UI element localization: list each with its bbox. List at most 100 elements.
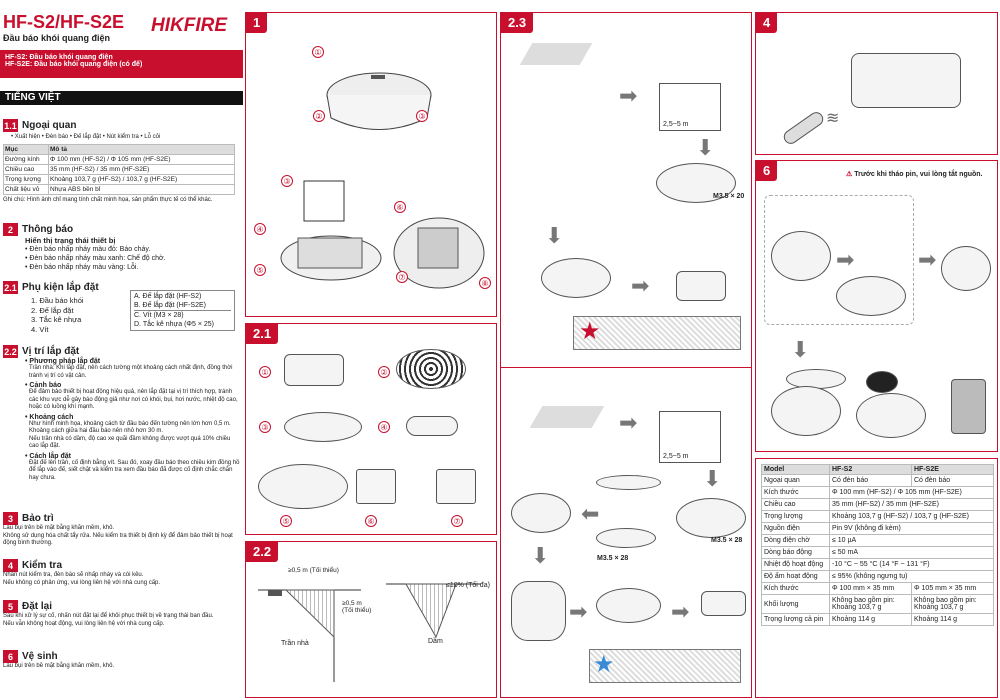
- bullet-text: Trần nhà: Khi lắp đặt, nên cách tường mộ…: [29, 365, 233, 379]
- ceiling-plate: [519, 43, 593, 65]
- smoke-tester: [781, 109, 826, 147]
- battery-part: [406, 416, 458, 436]
- list-item: • Đèn báo nhấp nháy màu đỏ: Báo cháy.: [25, 246, 151, 253]
- step-arrow: ➡: [619, 410, 638, 435]
- detector-chamber: [941, 246, 991, 291]
- screw-bag: [356, 469, 396, 504]
- placement-diagram: [258, 583, 481, 682]
- table-cell: Φ 100 mm (HF-S2) / Φ 105 mm (HF-S2E): [48, 153, 235, 165]
- base-install: [656, 163, 736, 203]
- callout-number: ⑥: [394, 201, 406, 213]
- detector-base: [836, 276, 906, 316]
- table-cell: Khoảng 114 g: [911, 613, 994, 626]
- section-title: Đặt lại: [22, 601, 53, 612]
- section-number: 1.1: [3, 119, 18, 132]
- section-text: Nếu vẫn không hoạt động, vui lòng liên h…: [3, 620, 165, 627]
- mounting-plate: [596, 475, 661, 490]
- detector-diagram: [280, 72, 485, 289]
- table-cell: Kích thước: [761, 582, 830, 595]
- product-subtitle: Đầu báo khói quang điện: [3, 33, 111, 43]
- table-cell: 35 mm (HF-S2) / 35 mm (HF-S2E): [829, 498, 994, 511]
- section-title: Vị trí lắp đặt: [22, 346, 80, 357]
- section-number: 3: [3, 512, 18, 525]
- list-item: • Đèn báo nhấp nháy màu xanh: Chế độ chờ…: [25, 255, 166, 262]
- table-cell: Khoảng 103,7 g (HF-S2) / 103,7 g (HF-S2E…: [48, 173, 235, 185]
- variant-2: HF-S2E: Đầu báo khói quang điện (có đế): [5, 61, 143, 68]
- detector-base: [771, 386, 841, 436]
- panel-badge: 2.2: [246, 542, 279, 562]
- callout-number: ①: [259, 366, 271, 378]
- title-bar: HF-S2/HF-S2E Đầu báo khói quang điện HIK…: [3, 12, 243, 43]
- table-row: Dòng báo động≤ 50 mA: [761, 546, 994, 559]
- step-arrow: ⬇: [696, 135, 715, 160]
- brand-logo: HIKFIRE: [151, 15, 227, 36]
- accessory-box: A. Đế lắp đặt (HF-S2) B. Đế lắp đặt (HF-…: [130, 290, 235, 331]
- callout-number: ⑦: [451, 515, 463, 527]
- star-icon: ★: [579, 318, 601, 345]
- section-title: Vệ sinh: [22, 651, 58, 662]
- section-title: Bảo trì: [22, 513, 54, 524]
- step-arrow: ➡: [569, 599, 588, 624]
- table-cell: Trọng lượng: [761, 510, 830, 523]
- list-item: B. Đế lắp đặt (HF-S2E): [134, 301, 231, 311]
- table-cell: Có đèn báo: [911, 474, 994, 487]
- step-arrow: ➡: [619, 83, 638, 108]
- section-text: Không sử dụng hóa chất tẩy rửa. Nếu kiểm…: [3, 532, 233, 547]
- ceiling-plate: [529, 406, 605, 428]
- table-row: Độ ẩm hoạt động≤ 95% (không ngưng tụ): [761, 570, 994, 583]
- step-arrow: ⬅: [581, 501, 600, 526]
- table-cell: Khối lượng: [761, 594, 830, 614]
- section-title: Thông báo: [22, 224, 74, 235]
- panel-badge: 4: [756, 13, 778, 33]
- panel-4: 4 ≋: [755, 12, 998, 155]
- step-arrow: ⬇: [531, 543, 550, 568]
- table-cell: Chiều cao: [761, 498, 830, 511]
- bullet-heading: • Cảnh báo: [25, 382, 62, 389]
- table-cell: ≤ 50 mA: [829, 546, 994, 559]
- battery-removal-box: [764, 195, 914, 325]
- chamber-cover: [866, 371, 898, 393]
- variant-bar: HF-S2: Đầu báo khói quang điện HF-S2E: Đ…: [0, 50, 243, 78]
- step-arrow: ⬇: [791, 337, 810, 362]
- section-text: Lau bụi trên bề mặt bằng khăn mềm, khô.: [3, 663, 115, 669]
- callout-number: ③: [281, 175, 293, 187]
- table-cell: Kích thước: [761, 486, 830, 499]
- callout-number: ②: [378, 366, 390, 378]
- screw-label: M3.5 × 20: [713, 193, 745, 200]
- appearance-note: Ghi chú: Hình ảnh chỉ mang tính chất min…: [3, 196, 213, 203]
- step-arrow: ➡: [671, 599, 690, 624]
- table-cell: Nhiệt độ hoạt động: [761, 558, 830, 571]
- detector-mounted: [701, 591, 746, 616]
- section-cleaning: 6 Vệ sinh Lau bụi trên bề mặt bằng khăn m…: [3, 647, 241, 671]
- list-item: • Đèn báo nhấp nháy màu vàng: Lỗi.: [25, 264, 139, 271]
- detector-mount: [541, 258, 611, 298]
- base-part: [396, 349, 466, 389]
- base-ring-part: [258, 464, 348, 509]
- battery-warning: ⚠ Trước khi tháo pin, vui lòng tắt nguồn…: [846, 170, 996, 178]
- list-item: C. Vít (M3 × 28): [134, 312, 184, 319]
- callout-number: ⑥: [365, 515, 377, 527]
- panel-badge: 1: [246, 13, 268, 33]
- section-number: 6: [3, 650, 18, 663]
- bullet-heading: • Cách lắp đặt: [25, 452, 72, 460]
- table-cell: Ngoại quan: [761, 474, 830, 487]
- table-cell: Có đèn báo: [829, 474, 912, 487]
- drill-info-box: 2,5~5 m: [659, 83, 721, 131]
- table-header-row: Model HF-S2 HF-S2E: [761, 464, 994, 475]
- section-text: Sau khi xử lý sự cố, nhấn nút đặt lại để…: [3, 613, 214, 619]
- table-cell: Nhựa ABS bền bỉ: [48, 183, 235, 195]
- panel-6: 6 ⚠ Trước khi tháo pin, vui lòng tắt ngu…: [755, 160, 998, 452]
- distance-label: 2,5~5 m: [663, 121, 689, 128]
- base-rear: [511, 493, 571, 533]
- beam-ratio-label: ≤10% (Tối đa): [446, 582, 490, 589]
- table-cell: ≤ 95% (không ngưng tụ): [829, 570, 994, 583]
